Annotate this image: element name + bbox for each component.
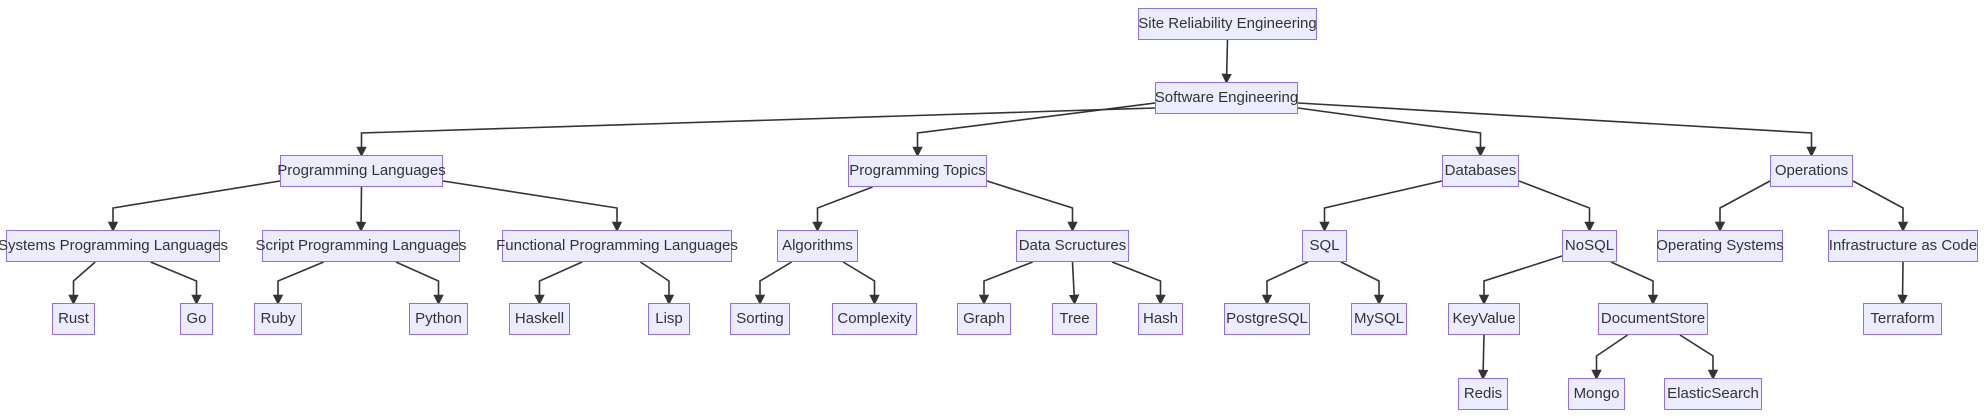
edge-db-nosql (1518, 180, 1595, 233)
edge-alg-complexity (842, 261, 880, 306)
edge-documentstore-elasticsearch (1679, 334, 1719, 381)
node-documentstore: DocumentStore (1598, 303, 1708, 335)
edge-nosql-documentstore (1610, 261, 1659, 306)
edge-pl-fpl (442, 180, 623, 233)
edge-db-sql (1319, 180, 1443, 233)
edge-ops-os (1714, 180, 1771, 233)
node-ops: Operations (1770, 155, 1853, 187)
node-nosql: NoSQL (1562, 230, 1617, 262)
node-tree: Tree (1052, 303, 1097, 335)
node-postgresql: PostgreSQL (1224, 303, 1310, 335)
node-python: Python (409, 303, 468, 335)
edge-scpl-python (395, 261, 444, 306)
node-go: Go (180, 303, 213, 335)
node-mysql: MySQL (1351, 303, 1407, 335)
node-scpl: Script Programming Languages (256, 230, 466, 262)
edge-ds-hash (1111, 261, 1166, 306)
node-elasticsearch: ElasticSearch (1664, 378, 1762, 410)
edge-se-pl (356, 107, 1156, 158)
node-complexity: Complexity (832, 303, 917, 335)
node-sre: Site Reliability Engineering (1138, 8, 1317, 40)
edge-spl-go (150, 261, 202, 306)
edge-iac-terraform (1897, 261, 1908, 306)
node-spl: Systems Programming Languages (0, 230, 228, 262)
edge-keyvalue-redis (1477, 334, 1489, 381)
edge-sql-postgresql (1261, 261, 1309, 306)
node-pt: Programming Topics (848, 155, 987, 187)
edge-se-pt (912, 102, 1156, 158)
edge-spl-rust (68, 261, 96, 306)
node-graph: Graph (957, 303, 1011, 335)
node-sql: SQL (1302, 230, 1347, 262)
edge-ds-tree (1068, 261, 1080, 306)
node-sorting: Sorting (730, 303, 790, 335)
edge-sre-se (1221, 39, 1232, 85)
edge-alg-sorting (754, 261, 793, 306)
edge-pl-scpl (355, 186, 367, 233)
node-ruby: Ruby (254, 303, 302, 335)
edge-ds-graph (978, 261, 1033, 306)
node-pl: Programming Languages (277, 155, 446, 187)
edge-fpl-haskell (534, 261, 583, 306)
edge-ops-iac (1852, 180, 1909, 233)
node-fpl: Functional Programming Languages (496, 230, 738, 262)
edge-se-db (1297, 107, 1486, 158)
edge-documentstore-mongo (1591, 334, 1629, 381)
node-rust: Rust (52, 303, 95, 335)
node-db: Databases (1442, 155, 1519, 187)
node-se: Software Engineering (1155, 82, 1298, 114)
edge-pl-spl (107, 180, 281, 233)
edge-fpl-lisp (639, 261, 675, 306)
edge-se-ops (1297, 102, 1817, 158)
edge-nosql-keyvalue (1478, 255, 1563, 306)
node-redis: Redis (1458, 378, 1508, 410)
node-os: Operating Systems (1656, 230, 1784, 262)
node-iac: Infrastructure as Code (1828, 230, 1978, 262)
node-mongo: Mongo (1568, 378, 1625, 410)
node-hash: Hash (1138, 303, 1183, 335)
node-alg: Algorithms (777, 230, 858, 262)
node-ds: Data Scructures (1016, 230, 1129, 262)
edge-scpl-ruby (272, 261, 324, 306)
node-keyvalue: KeyValue (1448, 303, 1520, 335)
node-lisp: Lisp (648, 303, 690, 335)
node-haskell: Haskell (509, 303, 570, 335)
edge-pt-alg (812, 186, 873, 233)
edge-sql-mysql (1340, 261, 1385, 306)
node-terraform: Terraform (1863, 303, 1942, 335)
edge-pt-ds (986, 180, 1078, 233)
